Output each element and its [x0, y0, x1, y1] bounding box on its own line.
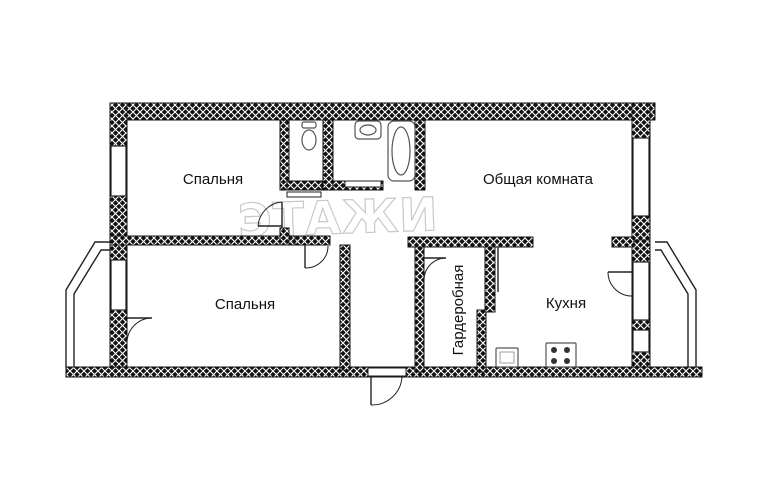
sink-icon [354, 120, 382, 140]
room-label-wardrobe: Гардеробная [450, 265, 467, 356]
door-entrance [367, 367, 407, 406]
room-label-living-room: Общая комната [483, 171, 594, 188]
toilet-icon [301, 121, 317, 151]
room-label-kitchen: Кухня [546, 295, 586, 312]
right-balcony [655, 241, 697, 368]
stove-icon [545, 342, 577, 368]
door-bathroom [344, 180, 382, 188]
interior-walls [109, 119, 635, 373]
room-label-bedroom-bottom: Спальня [215, 296, 275, 313]
kitchen-sink-icon [495, 347, 519, 368]
door-top-bedroom [257, 201, 283, 228]
door-toilet [286, 191, 322, 198]
door-balcony-left [126, 317, 153, 343]
bathtub-icon [387, 120, 416, 182]
door-balcony-right [607, 271, 633, 297]
door-wardrobe [423, 257, 447, 281]
room-label-bedroom-top: Спальня [183, 171, 243, 188]
left-balcony [65, 241, 110, 368]
windows [110, 137, 650, 353]
door-bottom-bedroom [304, 245, 329, 269]
